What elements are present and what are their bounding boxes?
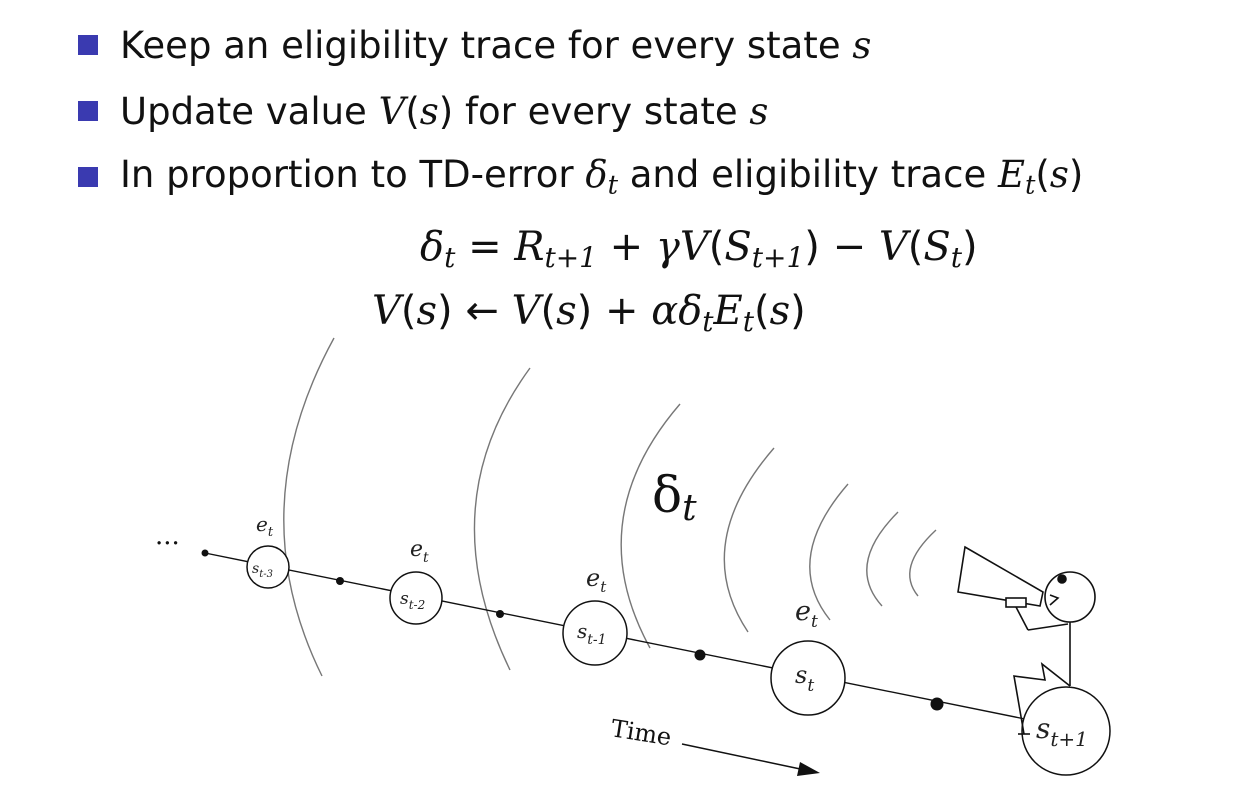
state-circles [246, 545, 1111, 776]
bullet-text: In proportion to TD-error δt and eligibi… [120, 153, 1084, 201]
state-label-t: st [795, 661, 814, 696]
state-label-t-3: st-3 [252, 561, 273, 580]
value-update-equation: V(s) ← V(s) + αδtEt(s) [372, 288, 806, 338]
bullet-item-2: Update value V(s) for every state s [78, 86, 768, 136]
bullet-square-icon [78, 167, 98, 187]
trace-label: et [586, 564, 607, 596]
trajectory-dots [201, 549, 944, 711]
bullet-square-icon [78, 35, 98, 55]
bullet-item-1: Keep an eligibility trace for every stat… [78, 20, 871, 70]
time-arrow: Time [609, 714, 820, 776]
bullet-text: Keep an eligibility trace for every stat… [120, 23, 872, 67]
trace-label: et [256, 512, 274, 540]
bullet-text: Update value V(s) for every state s [120, 89, 769, 133]
state-label-t-plus-1: st+1 [1036, 712, 1088, 751]
megaphone-figure-icon [957, 545, 1096, 735]
bullet-item-3: In proportion to TD-error δt and eligibi… [78, 152, 1083, 202]
trace-label: et [795, 596, 818, 632]
trace-label: et [410, 537, 429, 566]
state-label-t-1: st-1 [577, 619, 607, 648]
time-label: Time [609, 714, 673, 751]
state-label-t-2: st-2 [400, 589, 425, 612]
state-labels: st-3 st-2 st-1 st st+1 [252, 561, 1088, 751]
ellipsis-label: ··· [155, 529, 180, 559]
bullet-square-icon [78, 101, 98, 121]
td-error-wavefronts [283, 337, 937, 677]
td-error-equation: δt = Rt+1 + γV(St+1) − V(St) [420, 224, 978, 274]
delta-label: δt [652, 466, 697, 529]
trace-labels: et et et et [256, 512, 818, 632]
